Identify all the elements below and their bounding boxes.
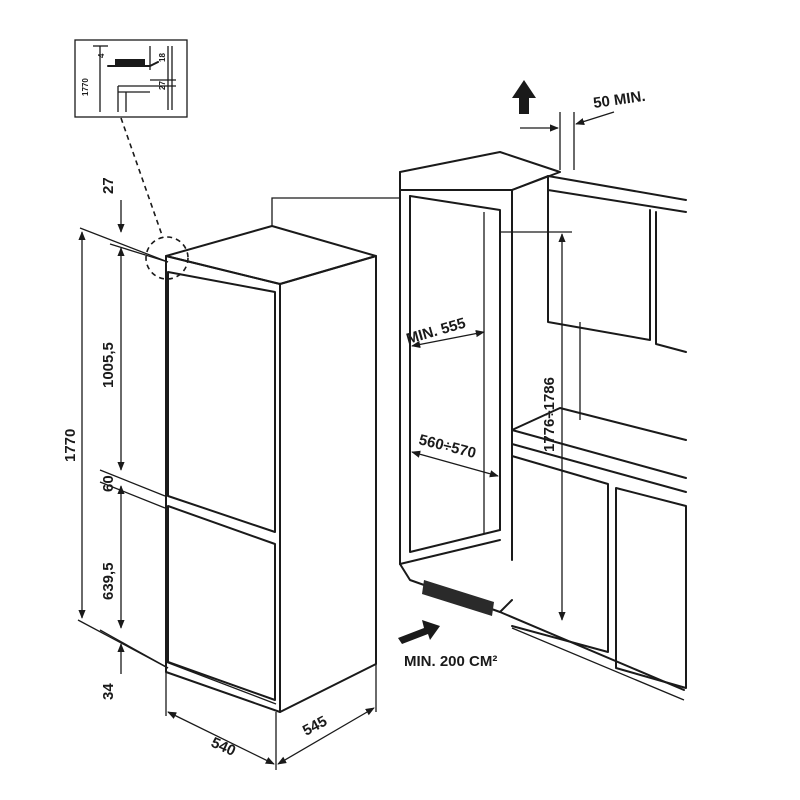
arrow-right-icon <box>398 620 440 644</box>
detail-label-27: 27 <box>158 81 167 90</box>
ext-line-door-bottom <box>99 629 169 669</box>
base-cabinet-door-2 <box>615 487 687 689</box>
niche-plinth <box>399 563 513 613</box>
label-depth-min: MIN. 555 <box>404 315 467 348</box>
detail-frame <box>74 39 188 118</box>
label-lower-door: 639,5 <box>100 562 117 600</box>
ventilation-grille <box>422 580 494 616</box>
wall-cabinet-top <box>511 175 687 201</box>
wall-cabinet-door-right <box>655 211 687 353</box>
label-bottom-gap: 34 <box>100 683 117 700</box>
label-ventilation: MIN. 200 CM² <box>404 653 497 670</box>
label-height-range: 1776÷1786 <box>541 377 558 452</box>
fridge-top-face <box>165 225 377 285</box>
ext-line-door-top <box>109 243 169 263</box>
niche-top-block <box>399 151 561 191</box>
detail-label-18: 18 <box>158 53 167 62</box>
detail-inset: 1770 4 18 27 <box>74 39 188 118</box>
detail-door-profile <box>117 85 150 112</box>
detail-leader-line <box>120 117 164 239</box>
niche-inner-left <box>409 195 501 553</box>
plinth-base-line <box>499 611 685 691</box>
detail-guide-lines <box>149 46 173 110</box>
dim-arrow-545 <box>277 707 375 765</box>
dim-arrow-560-570 <box>411 450 499 478</box>
detail-label-1770: 1770 <box>81 78 90 96</box>
ext-line-lower-door-top <box>99 481 166 509</box>
fridge-front-face <box>165 255 281 713</box>
detail-callout-circle <box>145 236 189 280</box>
label-top-gap: 27 <box>100 177 117 194</box>
dim-arrow-555 <box>411 329 485 349</box>
refrigerator <box>165 197 400 713</box>
fridge-plinth-line <box>165 661 277 705</box>
label-total-height: 1770 <box>62 429 79 462</box>
wall-cabinet-top-edge <box>547 175 687 213</box>
worktop-front <box>511 429 687 479</box>
label-width-range: 560÷570 <box>417 431 478 462</box>
niche-dimensions: 50 MIN. MIN. 555 560÷570 1776÷1786 MIN. … <box>398 80 647 670</box>
fridge-back-edge <box>271 197 400 226</box>
fridge-upper-door <box>167 271 276 533</box>
detail-hinge-block <box>115 59 145 67</box>
wall-cabinet-door-left <box>547 189 651 341</box>
ext-line-top <box>79 227 169 263</box>
worktop-back <box>511 407 687 441</box>
plinth-base-line-2 <box>511 627 685 701</box>
niche-inner-back <box>409 195 501 531</box>
ext-line-upper-door-bottom <box>99 469 166 497</box>
ext-lines-50 <box>559 112 575 170</box>
detail-ticks <box>150 79 176 87</box>
label-top-clearance: 50 MIN. <box>592 88 646 112</box>
niche-floor-edge <box>399 539 501 565</box>
worktop-edge <box>511 443 687 493</box>
label-width: 540 <box>208 734 238 760</box>
detail-label-4: 4 <box>97 53 106 58</box>
arrow-up-icon <box>512 80 536 114</box>
label-upper-door: 1005,5 <box>100 342 117 388</box>
label-door-gap: 60 <box>100 475 117 492</box>
cabinet-niche <box>399 151 687 701</box>
dim-arrow-540 <box>167 711 275 765</box>
fridge-side-face <box>279 255 377 713</box>
dim-arrow-50-right <box>575 111 615 126</box>
label-depth: 545 <box>300 713 330 740</box>
fridge-lower-door <box>167 505 276 701</box>
left-dimensions: 27 1770 1005,5 60 639,5 34 <box>62 177 169 700</box>
